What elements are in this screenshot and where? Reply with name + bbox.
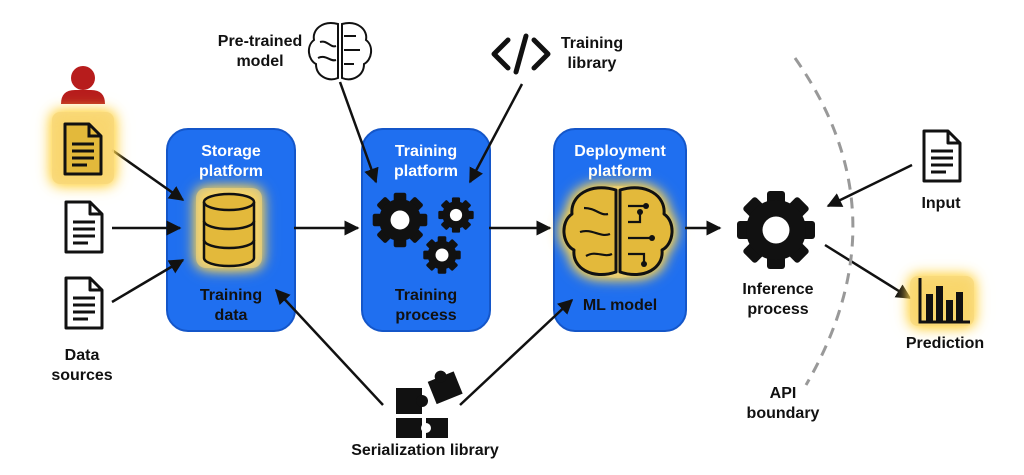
- api-boundary-label: API boundary: [746, 385, 820, 422]
- document-icon: [52, 112, 114, 184]
- data-sources-label: Data sources: [51, 347, 113, 384]
- api-boundary-line: [793, 57, 855, 386]
- arrow-serialization-to-storage: [274, 288, 384, 406]
- document-icon: [64, 276, 104, 330]
- training-platform-box: Training platform Training process: [361, 128, 491, 332]
- puzzle-icon: [396, 370, 463, 438]
- serialization-library-label: Serialization library: [351, 442, 499, 459]
- ml-model-label: ML model: [582, 297, 658, 314]
- brain-icon: [562, 186, 674, 278]
- pretrained-brain-icon: [308, 22, 372, 81]
- training-process-label: Training process: [394, 287, 458, 324]
- input-label: Input: [921, 195, 961, 212]
- arrow-library-to-training: [468, 83, 524, 184]
- bar-chart-icon: [910, 276, 974, 326]
- arrow-serialization-to-deployment: [459, 298, 574, 406]
- code-icon: [491, 33, 551, 75]
- arrows: [111, 81, 913, 406]
- gears-icon: [372, 192, 474, 274]
- input-document-icon: [922, 129, 962, 183]
- pretrained-model-label: Pre-trained model: [217, 33, 303, 70]
- document-icon: [64, 200, 104, 254]
- training-library-label: Training library: [560, 35, 624, 72]
- training-data-label: Training data: [199, 287, 263, 324]
- inference-process-label: Inference process: [742, 281, 814, 318]
- user-icon: [61, 66, 105, 104]
- deployment-platform-title: Deployment platform: [574, 143, 666, 180]
- arrow-input-to-inference: [826, 163, 913, 208]
- inference-gear-icon: [737, 191, 815, 269]
- prediction-label: Prediction: [905, 335, 985, 352]
- arrow-doc3-to-storage: [111, 258, 185, 304]
- arrow-pretrained-to-training: [338, 81, 379, 184]
- arrow-inference-to-prediction: [824, 243, 912, 300]
- arrow-doc1-to-storage: [111, 148, 185, 202]
- storage-platform-box: Storage platform Training data: [166, 128, 296, 332]
- database-icon: [196, 188, 262, 268]
- training-platform-title: Training platform: [394, 143, 458, 180]
- storage-platform-title: Storage platform: [199, 143, 263, 180]
